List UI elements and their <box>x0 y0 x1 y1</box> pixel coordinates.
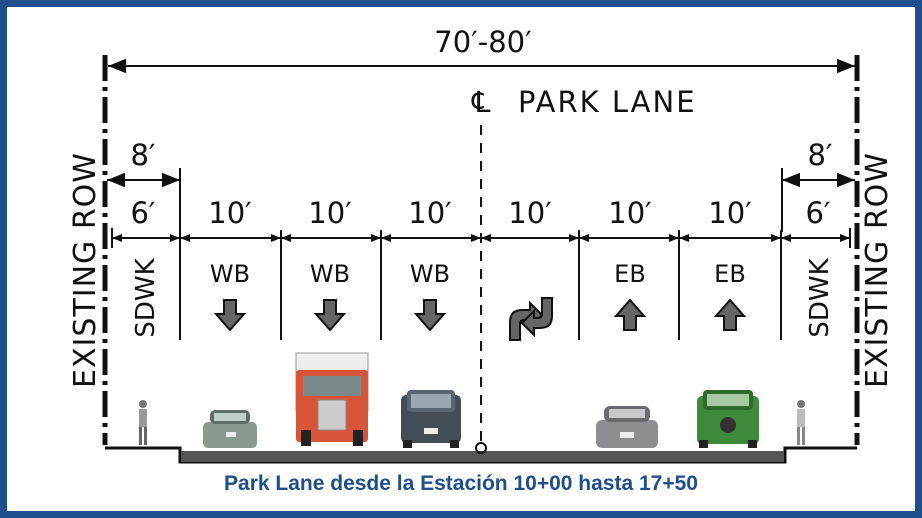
car-icon <box>203 410 257 448</box>
arrow-down-icon <box>313 299 347 332</box>
arrow-up-icon <box>713 298 747 331</box>
lane-dim-eb-1: 10′ <box>608 196 652 230</box>
road-surface <box>181 451 784 462</box>
car-icon <box>596 406 658 448</box>
lane-dim-twltl: 10′ <box>508 196 552 230</box>
figure-caption: Park Lane desde la Estación 10+00 hasta … <box>224 472 698 495</box>
arrow-up-icon <box>613 298 647 331</box>
lane-dim-eb-2: 10′ <box>708 196 752 230</box>
arrow-down-icon <box>213 299 247 332</box>
lane-dim-wb-1: 10′ <box>208 196 252 230</box>
lane-label-wb-3: WB <box>410 260 450 288</box>
sdwk-left-label: SDWK <box>131 257 161 337</box>
lane-label-wb-1: WB <box>210 260 250 288</box>
outer-dim-left: 8′ <box>130 138 155 172</box>
pedestrian-left <box>139 400 147 445</box>
centerline-symbol: ℄ <box>471 85 493 119</box>
pedestrian-right <box>797 400 805 445</box>
suv-icon <box>401 390 461 448</box>
lane-label-eb-2: EB <box>714 260 746 288</box>
lane-dim-sdwk-right: 6′ <box>805 196 830 230</box>
lane-label-eb-1: EB <box>614 260 646 288</box>
truck-icon <box>295 352 369 446</box>
lane-dim-wb-2: 10′ <box>308 196 352 230</box>
two-way-turn-icon <box>509 297 553 341</box>
lane-dim-sdwk-left: 6′ <box>130 196 155 230</box>
suv-icon <box>697 390 759 448</box>
left-existing-row-label: EXISTING ROW <box>68 152 103 388</box>
total-width-label: 70′-80′ <box>434 25 531 59</box>
lane-label-wb-2: WB <box>310 260 350 288</box>
lane-dimension-arrows <box>112 234 850 242</box>
outer-dim-right: 8′ <box>807 138 832 172</box>
right-existing-row-label: EXISTING ROW <box>860 152 895 388</box>
centerline-label: PARK LANE <box>518 85 697 119</box>
sdwk-right-label: SDWK <box>805 257 835 337</box>
arrow-down-icon <box>413 299 447 332</box>
lane-dim-wb-3: 10′ <box>408 196 452 230</box>
centerline-ground-point <box>475 442 487 454</box>
